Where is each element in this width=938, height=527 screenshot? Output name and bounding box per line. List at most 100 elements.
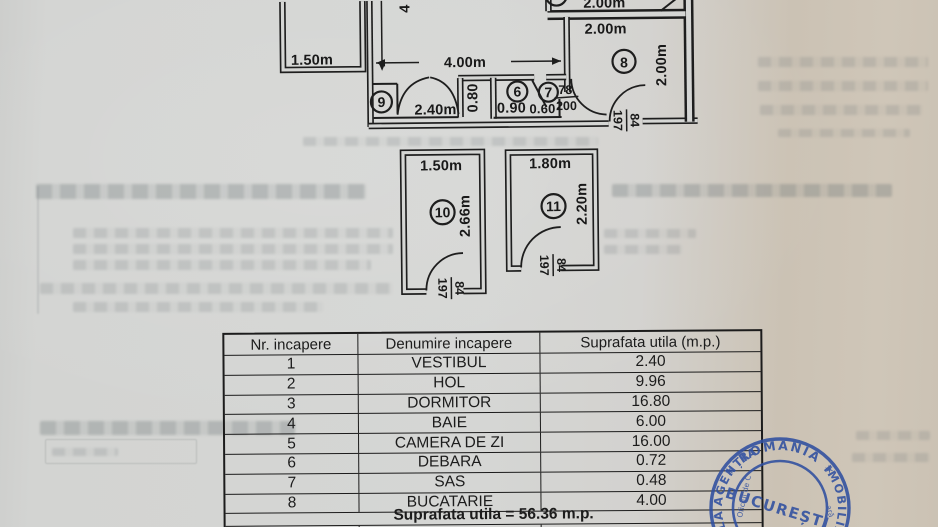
- cell-name: BAIE: [357, 413, 540, 434]
- door7-height: 200: [556, 99, 577, 113]
- cell-nr: 7: [287, 474, 297, 492]
- cell-nr: 2: [286, 375, 296, 393]
- door10-height: 197: [435, 278, 449, 299]
- bleed-through-artifact: [73, 260, 371, 270]
- bleed-through-artifact: [758, 81, 928, 91]
- dim-room8-depth: 2.00m: [654, 44, 670, 86]
- arrowhead-right: [551, 57, 562, 65]
- bleed-through-artifact: [856, 431, 930, 440]
- room-areas-table: Nr. incapere Denumire incapere Suprafata…: [222, 329, 764, 527]
- table-row: 7 SAS 0.48: [225, 469, 762, 494]
- cell-nr: 3: [286, 395, 296, 413]
- dim-room11-width: 1.80m: [529, 156, 571, 172]
- bleed-through-artifact: [52, 448, 118, 456]
- bleed-through-artifact: [36, 184, 366, 199]
- door-size-84-197-room11: 84 197: [537, 254, 568, 277]
- dim-toproom-width: 2.00m: [583, 0, 625, 12]
- line-under-6-7: [493, 116, 562, 119]
- double-door-arc-right: [429, 76, 460, 115]
- cell-name: SAS: [358, 472, 541, 493]
- cell-nr: 4: [287, 415, 296, 433]
- dim-room10-depth: 2.66m: [457, 195, 473, 237]
- room7-circle: [537, 81, 559, 103]
- table-row: 3 DORMITOR 16.80: [224, 390, 761, 415]
- door-size-84-197-room8: 84 197: [611, 109, 642, 132]
- dim-hall-width: 4.00m: [444, 55, 486, 71]
- bleed-through-artifact: [604, 229, 696, 238]
- dim-room9-width: 2.40m: [414, 102, 456, 118]
- room6-circle: [506, 80, 529, 103]
- cell-area: 2.40: [539, 352, 761, 373]
- bleed-through-artifact: [37, 186, 39, 314]
- dim-hall-height-partial: 4: [397, 4, 413, 12]
- bleed-through-artifact: [45, 439, 197, 464]
- official-round-stamp: ✶ ROMÂNIA ✶ AGENȚIA IMOBILIARĂ NAȚIONALĂ…: [709, 437, 851, 527]
- bleed-through-artifact: [73, 302, 323, 312]
- door-arc-room10: [425, 252, 464, 291]
- door8-height: 197: [611, 110, 625, 131]
- room10-circle: [429, 199, 456, 226]
- bleed-through-artifact: [760, 105, 922, 115]
- chamfer-top-room: [659, 0, 678, 12]
- room9-circle: [369, 90, 394, 114]
- bleed-through-artifact: [852, 453, 930, 462]
- door-arc-room11: [520, 226, 561, 268]
- table-row: 2 HOL 9.96: [224, 370, 761, 395]
- dim-room11-depth: 2.20m: [574, 183, 590, 225]
- cell-area: 9.96: [539, 371, 761, 393]
- double-door-arc-left: [396, 76, 430, 115]
- dim-line-vertical: [380, 0, 383, 64]
- bleed-through-artifact: [73, 244, 393, 254]
- cell-name: DEBARA: [358, 452, 541, 473]
- header-nr: Nr. incapere: [250, 335, 332, 354]
- table-row: 1 VESTIBUL 2.40: [224, 351, 761, 375]
- cell-name: DORMITOR: [357, 393, 540, 414]
- bleed-through-artifact: [758, 57, 928, 67]
- dim-room6-width: 0.90: [497, 100, 526, 116]
- cell-nr: 6: [287, 454, 297, 472]
- dim-room8-width: 2.00m: [585, 21, 627, 37]
- cell-name: VESTIBUL: [357, 353, 540, 374]
- bleed-through-artifact: [40, 283, 392, 294]
- door11-width: 84: [554, 258, 568, 272]
- toproom-circle-partial: [544, 0, 568, 7]
- cell-area: 16.80: [539, 391, 761, 413]
- bleed-through-artifact: [73, 228, 393, 238]
- arrowhead-down: [378, 62, 386, 71]
- bleed-through-artifact: [604, 245, 682, 254]
- stamp-small-fragment: ară: [824, 504, 836, 518]
- door-size-78-200: 78 200: [554, 83, 579, 113]
- stamp-inner-circle: [731, 459, 829, 527]
- cell-name: CAMERA DE ZI: [358, 432, 541, 453]
- door7-width: 78: [558, 83, 572, 97]
- window-sill-line: [373, 116, 459, 119]
- cell-nr: 1: [286, 355, 296, 373]
- table-row: 5 CAMERA DE ZI 16.00: [225, 430, 762, 454]
- bleed-through-artifact: [303, 137, 598, 146]
- dim-room7-width: 0.60: [529, 101, 555, 116]
- bleed-through-artifact: [612, 184, 892, 197]
- bleed-through-artifact: [40, 421, 295, 435]
- room7-number: 7: [544, 84, 552, 100]
- table-row: 6 DEBARA 0.72: [225, 450, 762, 474]
- floor-plan: 9 6 7 8 10 11 1.50m 4.00m 4 2.40m 0.80 0…: [279, 0, 698, 300]
- dim-room10-width: 1.50m: [420, 158, 462, 174]
- dim-left-room: 1.50m: [291, 52, 333, 68]
- fraction-bar: [554, 95, 579, 99]
- cell-name: HOL: [357, 373, 540, 394]
- room6-number: 6: [513, 83, 521, 99]
- header-name: Denumire incapere: [357, 332, 540, 354]
- door-size-84-197-room10: 84 197: [435, 277, 466, 300]
- header-area: Suprafata utila (m.p.): [539, 331, 761, 353]
- room8-number: 8: [620, 54, 628, 70]
- room11-circle: [540, 193, 567, 220]
- room11-number: 11: [546, 198, 561, 214]
- door8-width: 84: [628, 113, 642, 127]
- table-row: 4 BAIE 6.00: [224, 410, 761, 435]
- door-arc-sas: [570, 78, 607, 116]
- table-header-row: Nr. incapere Denumire incapere Suprafata…: [224, 331, 761, 355]
- room9-number: 9: [377, 94, 385, 110]
- room10-number: 10: [435, 204, 451, 220]
- dim-niche-depth: 0.80: [465, 83, 481, 112]
